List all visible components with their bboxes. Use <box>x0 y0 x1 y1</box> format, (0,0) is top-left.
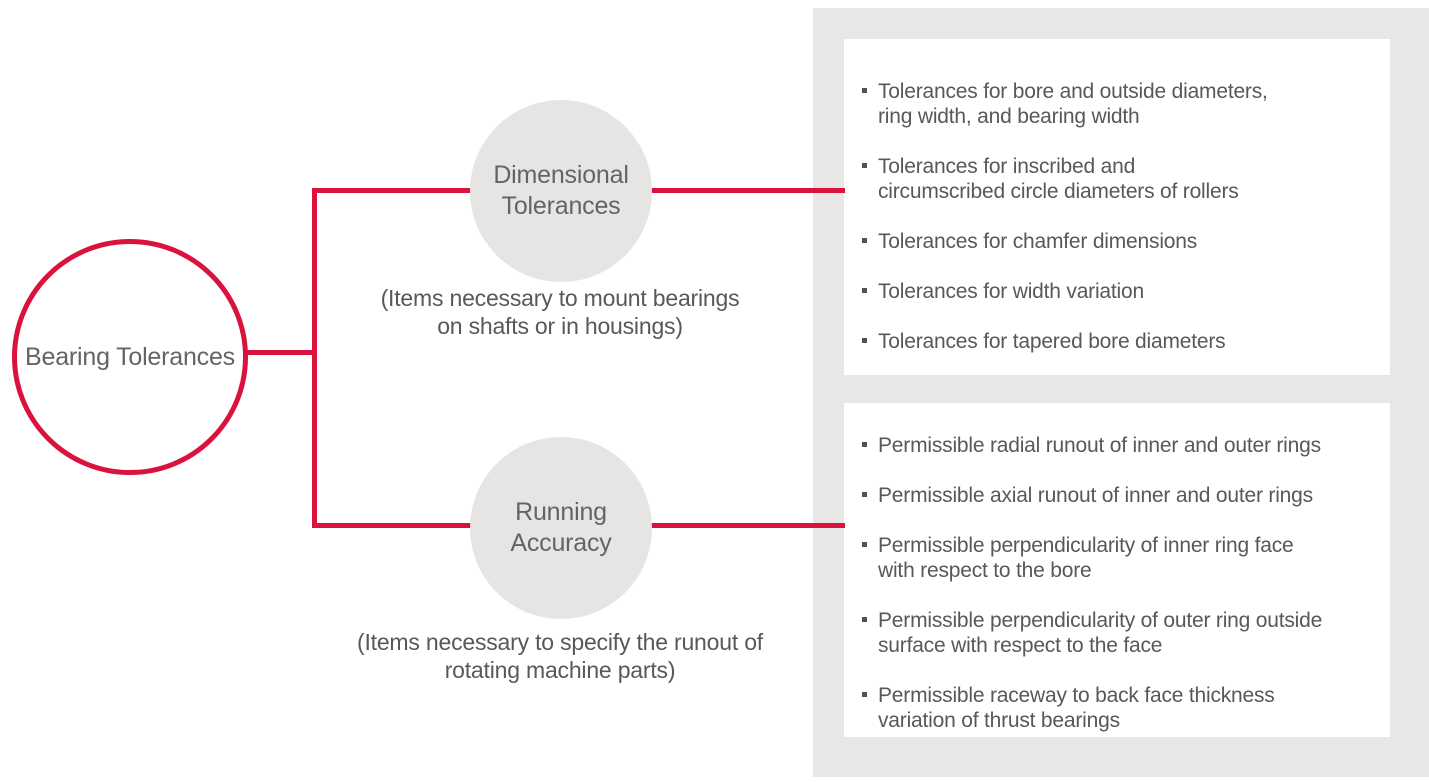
connector-vertical-line <box>312 188 317 528</box>
root-node-label: Bearing Tolerances <box>25 342 235 371</box>
list-item: Permissible radial runout of inner and o… <box>862 433 1378 458</box>
list-item-text: Tolerances for bore and outside diameter… <box>878 80 1268 128</box>
node-dimensional-tolerances-label: Dimensional Tolerances <box>493 161 629 220</box>
bullet-icon <box>862 492 867 497</box>
node-running-accuracy-label: Running Accuracy <box>510 498 612 557</box>
running-accuracy-list: Permissible radial runout of inner and o… <box>844 403 1390 733</box>
bullet-icon <box>862 238 867 243</box>
list-item-text: Permissible radial runout of inner and o… <box>878 434 1321 457</box>
list-item: Tolerances for tapered bore diameters <box>862 329 1378 354</box>
list-item-text: Tolerances for tapered bore diameters <box>878 330 1226 353</box>
root-node-bearing-tolerances: Bearing Tolerances <box>12 239 248 475</box>
dimensional-tolerances-list-box: Tolerances for bore and outside diameter… <box>844 39 1390 375</box>
node-running-accuracy: Running Accuracy <box>470 437 652 619</box>
bullet-icon <box>862 288 867 293</box>
list-item: Tolerances for chamfer dimensions <box>862 229 1378 254</box>
caption-running-accuracy: (Items necessary to specify the runout o… <box>357 629 763 683</box>
list-item: Permissible perpendicularity of outer ri… <box>862 608 1378 658</box>
list-item-text: Permissible perpendicularity of inner ri… <box>878 534 1294 582</box>
bullet-icon <box>862 88 867 93</box>
bullet-icon <box>862 692 867 697</box>
caption-dimensional-tolerances: (Items necessary to mount bearings on sh… <box>380 285 740 339</box>
bullet-icon <box>862 163 867 168</box>
running-accuracy-list-box: Permissible radial runout of inner and o… <box>844 403 1390 737</box>
list-item: Permissible axial runout of inner and ou… <box>862 483 1378 508</box>
bullet-icon <box>862 338 867 343</box>
list-item-text: Tolerances for chamfer dimensions <box>878 230 1198 253</box>
list-item: Tolerances for bore and outside diameter… <box>862 79 1378 129</box>
list-item: Permissible raceway to back face thickne… <box>862 683 1378 733</box>
list-item: Tolerances for inscribed and circumscrib… <box>862 154 1378 204</box>
bullet-icon <box>862 617 867 622</box>
list-item-text: Permissible perpendicularity of outer ri… <box>878 609 1323 657</box>
list-item-text: Tolerances for inscribed and circumscrib… <box>878 155 1239 203</box>
list-item-text: Permissible raceway to back face thickne… <box>878 684 1275 732</box>
list-item-text: Permissible axial runout of inner and ou… <box>878 484 1313 507</box>
node-dimensional-tolerances: Dimensional Tolerances <box>470 100 652 282</box>
list-item: Permissible perpendicularity of inner ri… <box>862 533 1378 583</box>
bullet-icon <box>862 442 867 447</box>
connector-root-line <box>246 350 316 355</box>
list-item-text: Tolerances for width variation <box>878 280 1144 303</box>
list-item: Tolerances for width variation <box>862 279 1378 304</box>
bullet-icon <box>862 542 867 547</box>
dimensional-tolerances-list: Tolerances for bore and outside diameter… <box>844 39 1390 354</box>
